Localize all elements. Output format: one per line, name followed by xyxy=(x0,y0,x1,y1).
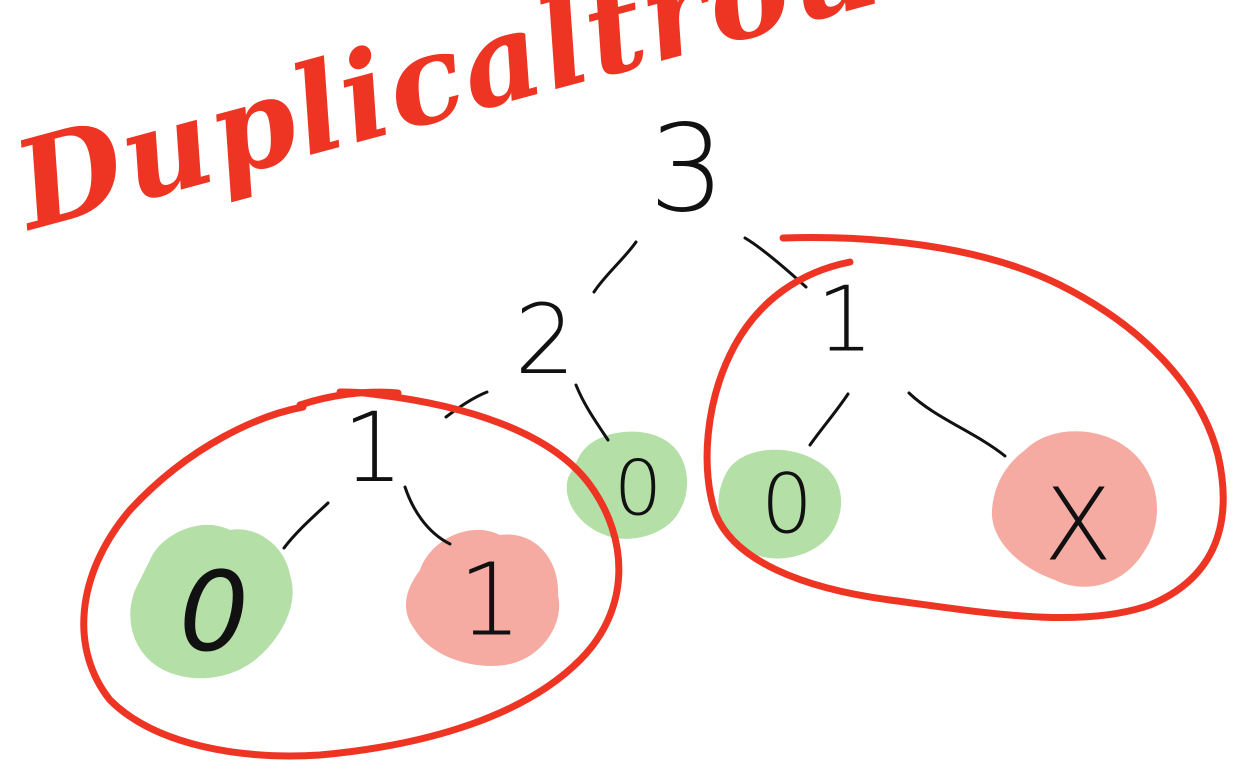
node-root: 3 xyxy=(649,101,725,240)
edge-2-to-0 xyxy=(574,383,610,442)
green-blob-far-left xyxy=(130,524,293,679)
edge-3-to-2 xyxy=(592,240,638,294)
node-left-right: 0 xyxy=(614,444,662,533)
node-left-child: 2 xyxy=(514,284,575,396)
node-left-left-left: 0 xyxy=(179,548,249,676)
green-blob-right xyxy=(718,449,842,559)
duplication-annotations xyxy=(80,234,1227,760)
edge-1-to-1-left xyxy=(403,485,452,546)
circle-right-subtree xyxy=(703,234,1227,622)
node-left-left-right: 1 xyxy=(458,542,522,659)
edge-1-to-0-right xyxy=(808,392,850,447)
node-right-left: 0 xyxy=(761,458,813,553)
edge-1-to-x-right xyxy=(907,391,1007,458)
circle-left-tick xyxy=(296,388,402,409)
circle-left-subtree xyxy=(80,388,623,760)
green-blob-middle xyxy=(566,431,688,539)
node-right-child: 1 xyxy=(816,268,873,373)
leaf-highlights xyxy=(130,431,1157,679)
tree-nodes: 3 2 1 1 0 0 1 0 X xyxy=(179,101,1112,677)
red-blob-left xyxy=(405,529,560,666)
red-blob-right xyxy=(991,431,1157,587)
edge-2-to-1 xyxy=(444,390,489,419)
title-annotation: Duplicaltrou! xyxy=(0,0,948,259)
node-right-right: X xyxy=(1044,467,1113,584)
edge-1-to-0-left xyxy=(282,501,330,550)
node-left-left: 1 xyxy=(342,392,403,504)
